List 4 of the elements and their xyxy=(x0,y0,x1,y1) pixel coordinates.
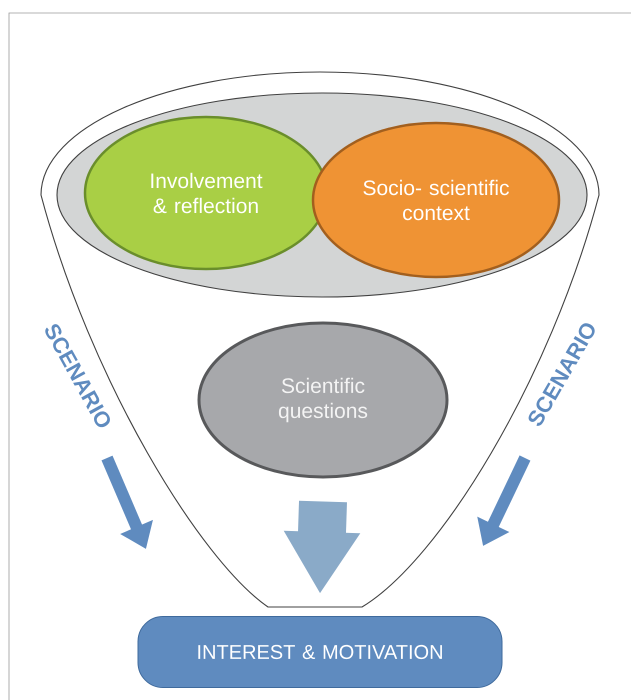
result-box: INTEREST & MOTIVATION xyxy=(138,616,502,688)
ellipse-node: Involvement & reflection xyxy=(84,116,328,270)
ellipse-node: Scientific questions xyxy=(198,322,448,478)
ellipse-node: Socio- scientific context xyxy=(312,122,560,278)
